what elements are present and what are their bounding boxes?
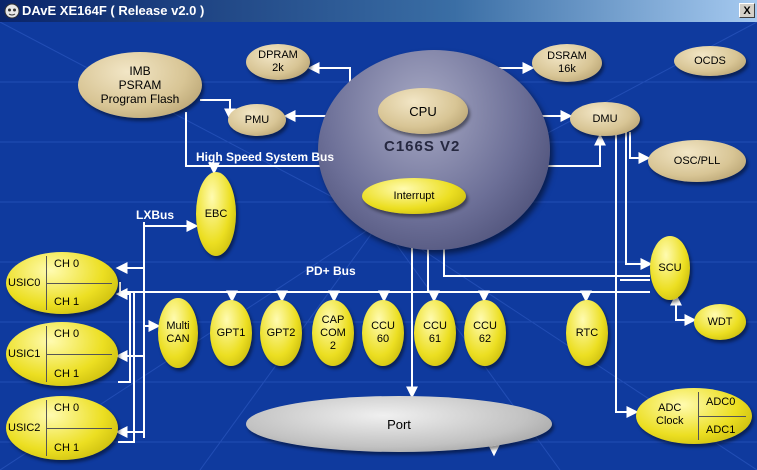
dmu-label: DMU — [592, 112, 618, 125]
psram-label: PSRAM — [118, 78, 162, 92]
dsram-label: DSRAM — [547, 50, 587, 62]
multican-label-1: Multi — [166, 320, 190, 332]
scu-module[interactable]: SCU — [650, 236, 690, 300]
rtc-label: RTC — [575, 326, 599, 339]
adc1-label[interactable]: ADC1 — [706, 424, 736, 436]
adc-label: ADC — [658, 402, 682, 414]
usic2-module[interactable]: USIC2 CH 0 CH 1 — [6, 396, 118, 460]
ccu62-label-2: 62 — [478, 333, 492, 345]
interrupt-label: Interrupt — [393, 189, 435, 202]
gpt2-label: GPT2 — [266, 326, 296, 339]
ccu60-label-1: CCU — [371, 320, 395, 332]
ebc-module[interactable]: EBC — [196, 172, 236, 256]
dpram-module[interactable]: DPRAM 2k — [246, 44, 310, 80]
ocds-module[interactable]: OCDS — [674, 46, 746, 76]
usic2-ch1[interactable]: CH 1 — [54, 442, 80, 454]
multican-label-2: CAN — [166, 333, 190, 345]
ccu60-module[interactable]: CCU 60 — [362, 300, 404, 366]
gpt1-module[interactable]: GPT1 — [210, 300, 252, 366]
dpram-label: DPRAM — [258, 49, 298, 61]
wdt-label: WDT — [707, 315, 733, 328]
capcom-label-3: 2 — [329, 339, 337, 352]
usic0-module[interactable]: USIC0 CH 0 CH 1 — [6, 252, 118, 314]
usic2-label: USIC2 — [8, 422, 41, 434]
osc-pll-module[interactable]: OSC/PLL — [648, 140, 746, 182]
osc-pll-label: OSC/PLL — [673, 154, 721, 167]
usic1-ch0[interactable]: CH 0 — [54, 328, 80, 340]
core-label: C166S V2 — [384, 138, 461, 155]
lxbus-label: LXBus — [136, 208, 175, 222]
usic2-ch0[interactable]: CH 0 — [54, 402, 80, 414]
usic0-ch0[interactable]: CH 0 — [54, 258, 80, 270]
usic0-ch1[interactable]: CH 1 — [54, 296, 80, 308]
cpu-module[interactable]: CPU — [378, 88, 468, 134]
rtc-module[interactable]: RTC — [566, 300, 608, 366]
gpt2-module[interactable]: GPT2 — [260, 300, 302, 366]
block-diagram: C166S V2 IMB PSRAM Program Flash DPRAM 2… — [0, 22, 757, 470]
high-speed-bus-label: High Speed System Bus — [196, 150, 335, 164]
program-flash-label: Program Flash — [100, 92, 180, 106]
imb-label: IMB — [129, 64, 151, 78]
window-title: DAvE XE164F ( Release v2.0 ) — [22, 3, 205, 18]
interrupt-module[interactable]: Interrupt — [362, 178, 466, 214]
capcom-label-2: COM — [320, 326, 346, 339]
capcom2-module[interactable]: CAP COM 2 — [312, 300, 354, 366]
ebc-label: EBC — [204, 207, 228, 220]
usic1-module[interactable]: USIC1 CH 0 CH 1 — [6, 322, 118, 386]
usic1-label: USIC1 — [8, 348, 41, 360]
cpu-core-sphere — [318, 50, 550, 250]
ccu62-label-1: CCU — [473, 320, 497, 332]
ccu61-module[interactable]: CCU 61 — [414, 300, 456, 366]
adc-module[interactable]: ADC Clock ADC0 ADC1 — [636, 388, 752, 444]
port-module[interactable]: Port — [246, 396, 552, 452]
adc0-label[interactable]: ADC0 — [706, 396, 736, 408]
ccu60-label-2: 60 — [376, 333, 390, 345]
ocds-label: OCDS — [694, 54, 726, 67]
dmu-module[interactable]: DMU — [570, 102, 640, 136]
ccu62-module[interactable]: CCU 62 — [464, 300, 506, 366]
close-button[interactable]: X — [739, 3, 755, 18]
cpu-label: CPU — [409, 103, 437, 119]
dsram-size: 16k — [558, 63, 576, 75]
dsram-module[interactable]: DSRAM 16k — [532, 44, 602, 82]
ccu61-label-1: CCU — [423, 320, 447, 332]
wdt-module[interactable]: WDT — [694, 304, 746, 340]
capcom-label-1: CAP — [321, 313, 345, 326]
scu-label: SCU — [658, 261, 682, 274]
ccu61-label-2: 61 — [428, 333, 442, 345]
app-icon — [4, 3, 20, 19]
usic0-label: USIC0 — [8, 277, 41, 289]
gpt1-label: GPT1 — [216, 326, 246, 339]
pmu-module[interactable]: PMU — [228, 104, 286, 136]
usic1-ch1[interactable]: CH 1 — [54, 368, 80, 380]
pmu-label: PMU — [244, 113, 270, 126]
multican-module[interactable]: Multi CAN — [158, 298, 198, 368]
pd-bus-label: PD+ Bus — [306, 264, 356, 278]
dpram-size: 2k — [272, 62, 284, 74]
adc-clock-label: Clock — [656, 415, 684, 427]
imb-module[interactable]: IMB PSRAM Program Flash — [78, 52, 202, 118]
title-bar: DAvE XE164F ( Release v2.0 ) X — [0, 0, 757, 22]
port-label: Port — [387, 416, 411, 432]
